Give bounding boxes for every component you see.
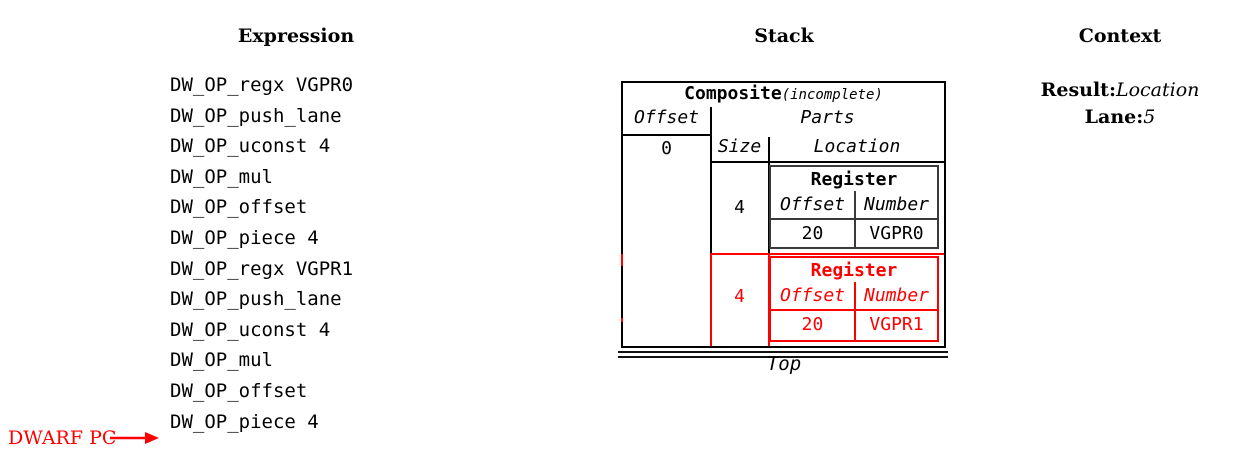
expression-opcode: DW_OP_offset <box>170 379 308 402</box>
context-result-label: Result: <box>1040 79 1116 101</box>
offset-column-header: Offset <box>633 107 700 128</box>
register-number-header: Number <box>863 285 930 306</box>
expression-opcode: DW_OP_offset <box>170 196 308 219</box>
stack-composite-table: Composite(incomplete) Offset 0 Parts Siz… <box>621 81 946 348</box>
expression-column-title: Expression <box>237 25 355 47</box>
expression-opcode: DW_OP_mul <box>170 165 273 188</box>
divider-offset-parts-highlight <box>710 253 712 346</box>
part-row-separator <box>710 253 944 255</box>
context-result-line: Result:Location <box>1020 80 1220 100</box>
register-number-value: VGPR1 <box>869 314 924 335</box>
stack-top-label: Top <box>766 353 802 375</box>
stack-column-title: Stack <box>754 25 814 47</box>
register-title: Register <box>810 260 898 281</box>
register-column-divider <box>854 282 856 340</box>
dwarf-pc-arrow-icon <box>110 432 159 444</box>
expression-opcode: DW_OP_regx VGPR0 <box>170 74 354 96</box>
expression-opcode: DW_OP_mul <box>170 349 273 372</box>
size-column-header: Size <box>717 136 762 157</box>
register-table-vgpr0: Register Offset Number 20 VGPR0 <box>769 165 939 249</box>
composite-qualifier: (incomplete) <box>781 87 883 103</box>
register-table-vgpr1: Register Offset Number 20 VGPR1 <box>769 256 939 342</box>
divider-offset-parts <box>710 107 712 253</box>
context-lane-line: Lane:5 <box>1020 107 1220 127</box>
context-lane-label: Lane: <box>1084 106 1144 128</box>
expression-opcode-list: DW_OP_regx VGPR0 DW_OP_push_lane DW_OP_u… <box>170 70 353 437</box>
parts-header-underline <box>710 161 944 163</box>
register-number-header: Number <box>863 194 930 215</box>
register-offset-header: Offset <box>779 285 846 306</box>
stack-top-separator-line <box>618 351 948 353</box>
context-result-value: Location <box>1115 79 1200 101</box>
composite-title: Composite <box>684 83 782 104</box>
expression-opcode: DW_OP_uconst 4 <box>170 318 331 341</box>
offset-header-underline <box>623 134 712 136</box>
expression-opcode: DW_OP_push_lane <box>170 288 342 311</box>
context-column-title: Context <box>1078 25 1162 47</box>
expression-opcode: DW_OP_piece 4 <box>170 410 319 433</box>
register-title: Register <box>810 169 898 190</box>
offset-value: 0 <box>661 138 672 159</box>
stack-top-separator-line <box>618 356 948 358</box>
register-offset-header: Offset <box>779 194 846 215</box>
expression-opcode: DW_OP_piece 4 <box>170 226 319 249</box>
register-header-underline <box>771 309 937 311</box>
left-border-highlight-tick <box>621 318 623 322</box>
parts-column-header: Parts <box>800 107 855 128</box>
context-lane-value: 5 <box>1143 106 1156 128</box>
location-column-header: Location <box>813 136 901 157</box>
expression-opcode: DW_OP_push_lane <box>170 104 342 127</box>
register-number-value: VGPR0 <box>869 223 924 244</box>
register-offset-value: 20 <box>801 223 824 244</box>
left-border-highlight-tick <box>621 254 623 266</box>
part-size-value: 4 <box>734 197 745 218</box>
expression-opcode: DW_OP_uconst 4 <box>170 135 331 158</box>
dwarf-pc-label: DWARF PC <box>8 427 117 449</box>
register-offset-value: 20 <box>801 314 824 335</box>
composite-title-row: Composite(incomplete) <box>623 85 944 104</box>
register-header-underline <box>771 218 937 220</box>
part-size-value-highlight: 4 <box>734 286 745 307</box>
expression-opcode: DW_OP_regx VGPR1 <box>170 257 354 280</box>
